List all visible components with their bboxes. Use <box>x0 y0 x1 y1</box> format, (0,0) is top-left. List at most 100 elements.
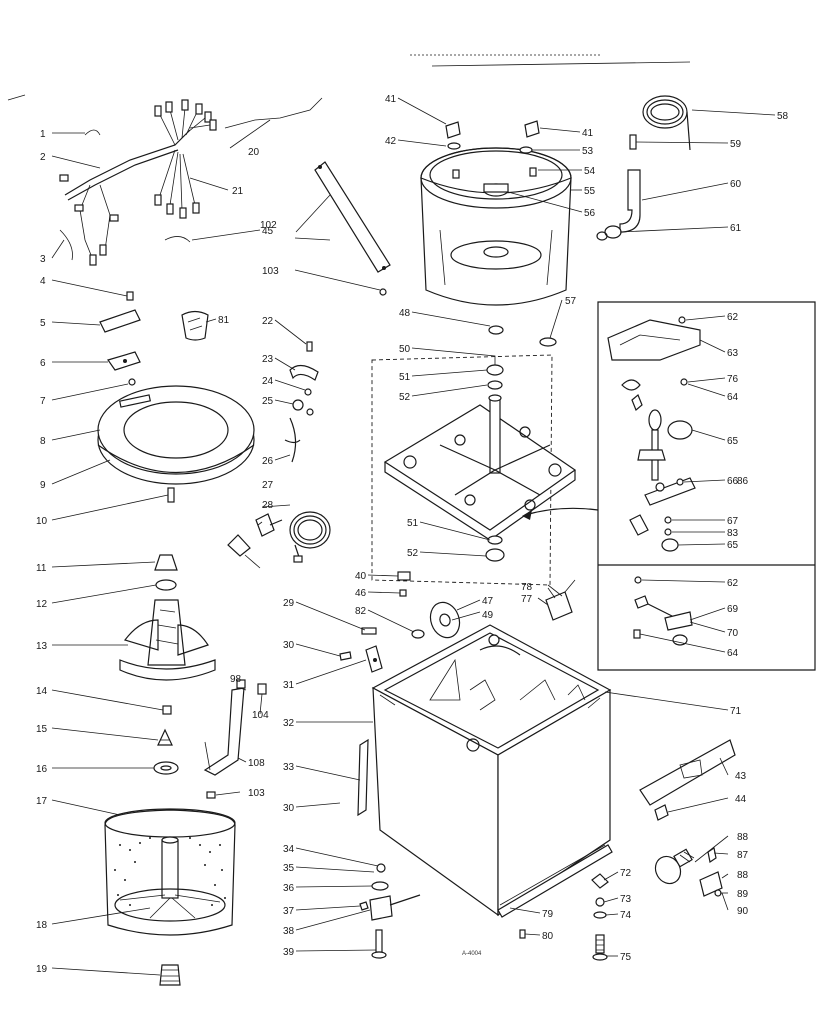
grommet-25 <box>292 399 314 416</box>
callout-70: 70 <box>727 628 739 639</box>
callout-55: 55 <box>584 186 596 197</box>
callout-25: 25 <box>262 396 274 407</box>
callout-66: 66 <box>727 476 739 487</box>
callout-42: 42 <box>385 136 397 147</box>
callout-52-lower: 52 <box>407 548 419 559</box>
outer-tub <box>420 147 572 306</box>
callout-48: 48 <box>399 308 411 319</box>
tub-ring <box>97 385 255 485</box>
screw-22 <box>306 341 313 352</box>
callout-73: 73 <box>620 894 632 905</box>
callout-9: 9 <box>40 480 46 491</box>
clip-44 <box>654 804 669 821</box>
callout-69: 69 <box>727 604 739 615</box>
callout-45: 45 <box>262 226 274 237</box>
callout-22: 22 <box>262 316 274 327</box>
spin-basket <box>104 808 236 936</box>
callout-103-lower: 103 <box>248 788 265 799</box>
scan-marks <box>7 54 691 101</box>
washer-103 <box>379 288 387 296</box>
callout-16: 16 <box>36 764 48 775</box>
callout-61: 61 <box>730 223 742 234</box>
callout-5: 5 <box>40 318 46 329</box>
pulley <box>429 601 461 639</box>
washer-53 <box>519 146 533 154</box>
callout-7: 7 <box>40 396 46 407</box>
callout-32: 32 <box>283 718 295 729</box>
callout-40: 40 <box>355 571 367 582</box>
wiring-harness <box>59 99 217 266</box>
switch-77 <box>545 579 576 621</box>
bracket-108 <box>203 679 267 776</box>
agitator-cap-11 <box>154 554 178 571</box>
clip-40 <box>397 571 411 581</box>
callout-33: 33 <box>283 762 295 773</box>
callout-102: 102 <box>260 220 277 231</box>
callout-47: 47 <box>482 596 494 607</box>
callout-28: 28 <box>262 500 274 511</box>
cabinet <box>357 624 613 918</box>
callout-15: 15 <box>36 724 48 735</box>
callout-86: 86 <box>737 476 749 487</box>
callout-72: 72 <box>620 868 632 879</box>
nut-14 <box>162 705 172 715</box>
callout-38: 38 <box>283 926 295 937</box>
callout-89: 89 <box>737 889 749 900</box>
callout-19: 19 <box>36 964 48 975</box>
callout-71: 71 <box>730 706 742 717</box>
seal-16 <box>153 761 179 775</box>
brace-102 <box>314 161 391 273</box>
callout-77: 77 <box>521 594 533 605</box>
callout-65-lower: 65 <box>727 540 739 551</box>
callout-29: 29 <box>283 598 295 609</box>
callout-20: 20 <box>248 147 260 158</box>
base-assembly-50 <box>371 354 577 586</box>
bolt-10 <box>167 487 175 503</box>
leg-assembly <box>359 863 421 959</box>
callout-78: 78 <box>521 582 533 593</box>
callout-58: 58 <box>777 111 789 122</box>
callout-8: 8 <box>40 436 46 447</box>
lamp-assembly <box>654 847 723 897</box>
callout-14: 14 <box>36 686 48 697</box>
detail-arrow <box>524 507 599 516</box>
hose-26 <box>284 417 301 463</box>
callout-26: 26 <box>262 456 274 467</box>
callout-62-upper: 62 <box>727 312 739 323</box>
callout-56: 56 <box>584 208 596 219</box>
callout-34: 34 <box>283 844 295 855</box>
callout-76: 76 <box>727 374 739 385</box>
callout-62-lower: 62 <box>727 578 739 589</box>
callout-43: 43 <box>735 771 747 782</box>
callout-54: 54 <box>584 166 596 177</box>
lead-wire <box>224 97 323 129</box>
callout-18: 18 <box>36 920 48 931</box>
bearing-48 <box>488 325 504 335</box>
callout-90: 90 <box>737 906 749 917</box>
callout-30-lower: 30 <box>283 803 295 814</box>
callout-65-upper: 65 <box>727 436 739 447</box>
washer-42 <box>447 142 461 150</box>
inset-panel <box>597 301 816 671</box>
callout-75: 75 <box>620 952 632 963</box>
callout-36: 36 <box>283 883 295 894</box>
callout-82: 82 <box>355 606 367 617</box>
callout-3: 3 <box>40 254 46 265</box>
bracket-5 <box>99 309 141 333</box>
screw-4 <box>126 291 134 301</box>
callout-numbers: 1 2 3 4 5 6 7 8 9 10 11 12 13 14 15 16 1… <box>36 94 789 975</box>
jumper-wire <box>59 229 73 261</box>
clip-6 <box>107 351 141 371</box>
bolt-41b <box>524 120 540 138</box>
callout-52-upper: 52 <box>399 392 411 403</box>
lever-31 <box>365 645 383 673</box>
callout-60: 60 <box>730 179 742 190</box>
rear-leg <box>592 897 608 961</box>
basket-holes <box>114 837 226 906</box>
callout-51-upper: 51 <box>399 372 411 383</box>
callout-31: 31 <box>283 680 295 691</box>
screw-103b <box>206 791 216 799</box>
callout-67: 67 <box>727 516 739 527</box>
callout-4: 4 <box>40 276 46 287</box>
